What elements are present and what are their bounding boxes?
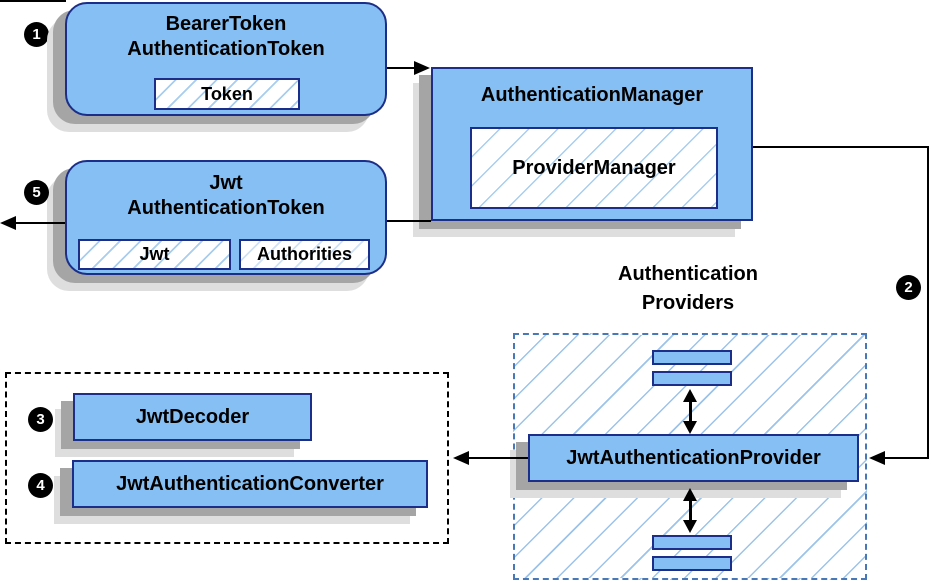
step-4-number: 4	[36, 477, 45, 494]
arrow-down-icon	[683, 520, 697, 533]
jwt-authentication-converter-node: JwtAuthenticationConverter	[72, 460, 428, 508]
jwt-decoder-label: JwtDecoder	[135, 405, 250, 428]
provider-manager-chip: ProviderManager	[470, 127, 718, 209]
step-3-badge: 3	[28, 407, 53, 432]
other-provider-placeholder-top-2	[652, 371, 732, 386]
bearer-to-manager-wire	[387, 67, 417, 69]
authentication-providers-label-line1: Authentication	[618, 263, 758, 285]
outgoing-result-arrowhead-icon	[0, 216, 16, 230]
provider-manager-chip-label: ProviderManager	[512, 156, 676, 179]
manager-to-provider-wire-vertical	[927, 146, 929, 459]
jwt-token-title: Jwt AuthenticationToken	[67, 162, 385, 221]
manager-to-jwt-token-wire	[387, 220, 431, 222]
step-1-number: 1	[32, 26, 41, 43]
providers-link-arrow-top	[682, 389, 698, 434]
decoder-converter-group-box	[5, 372, 449, 544]
provider-to-decoder-arrowhead-icon	[453, 451, 469, 465]
outgoing-result-wire	[13, 222, 65, 224]
arrow-up-icon	[683, 488, 697, 501]
bearer-token-title: BearerToken AuthenticationToken	[67, 4, 385, 62]
bearer-token-title-line1: BearerToken	[165, 13, 287, 35]
authorities-chip-label: Authorities	[256, 244, 352, 264]
step-2-badge: 2	[896, 275, 921, 300]
arrow-up-icon	[683, 389, 697, 402]
jwt-authentication-provider-node: JwtAuthenticationProvider	[528, 434, 859, 482]
arrow-shaft	[688, 399, 692, 424]
jwt-token-title-line1: Jwt	[209, 172, 243, 194]
other-provider-placeholder-bottom-1	[652, 535, 732, 550]
jwt-token-title-line2: AuthenticationToken	[127, 197, 325, 219]
other-provider-placeholder-bottom-2	[652, 556, 732, 571]
incoming-request-wire	[0, 0, 66, 2]
jwt-chip: Jwt	[78, 239, 231, 270]
bearer-token-title-line2: AuthenticationToken	[127, 38, 325, 60]
authorities-chip: Authorities	[239, 239, 370, 270]
bearer-to-manager-arrowhead-icon	[414, 61, 430, 75]
step-1-badge: 1	[24, 22, 49, 47]
step-4-badge: 4	[28, 473, 53, 498]
bearer-token-authentication-token-node: BearerToken AuthenticationToken Token	[65, 2, 387, 116]
token-chip-label: Token	[201, 83, 253, 104]
token-chip: Token	[154, 78, 300, 110]
authentication-manager-title: AuthenticationManager	[480, 84, 704, 106]
jwt-authentication-token-node: Jwt AuthenticationToken Jwt Authorities	[65, 160, 387, 275]
authentication-manager-node: AuthenticationManager ProviderManager	[431, 67, 753, 221]
step-5-number: 5	[32, 184, 41, 201]
arrow-down-icon	[683, 421, 697, 434]
authentication-providers-label-line2: Providers	[641, 292, 735, 314]
jwt-authentication-provider-label: JwtAuthenticationProvider	[566, 446, 821, 469]
provider-to-decoder-wire	[468, 457, 528, 459]
jwt-decoder-node: JwtDecoder	[73, 393, 312, 441]
other-provider-placeholder-top-1	[652, 350, 732, 365]
step-3-number: 3	[36, 411, 45, 428]
manager-to-provider-wire-bottom	[884, 457, 929, 459]
arrow-shaft	[688, 498, 692, 523]
step-2-number: 2	[904, 279, 913, 296]
manager-to-provider-wire-top	[753, 146, 929, 148]
manager-to-provider-arrowhead-icon	[869, 451, 885, 465]
providers-link-arrow-bottom	[682, 488, 698, 533]
jwt-authentication-converter-label: JwtAuthenticationConverter	[116, 472, 384, 495]
jwt-chip-label: Jwt	[139, 244, 170, 264]
step-5-badge: 5	[24, 180, 49, 205]
authentication-providers-label: Authentication Providers	[578, 260, 798, 318]
